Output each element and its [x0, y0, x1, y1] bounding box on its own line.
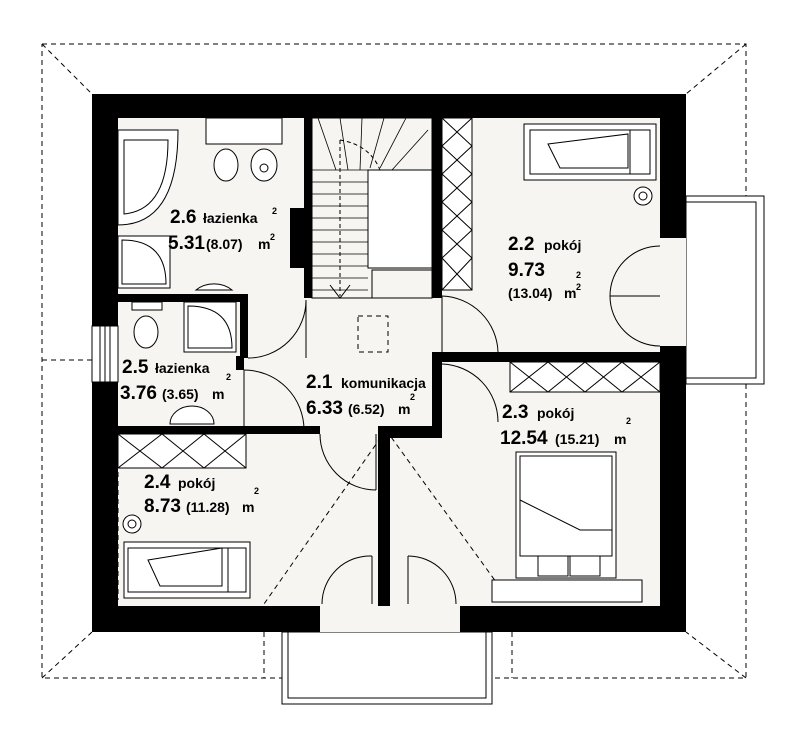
wardrobes	[117, 117, 661, 469]
unit: m	[212, 386, 224, 402]
unit-superscript: 2	[576, 270, 581, 280]
unit: m	[242, 499, 254, 515]
label-room-2-5: 2.5 łazienka 3.76 (3.65) m 2	[120, 357, 231, 404]
room-area-total: (3.65)	[162, 386, 199, 402]
bathroom-fixtures	[117, 117, 283, 425]
door-swings	[243, 245, 661, 605]
balcony-right	[685, 195, 765, 385]
unit-superscript: 2	[272, 206, 277, 216]
room-name: łazienka	[203, 210, 258, 226]
unit: m	[398, 401, 410, 417]
label-room-2-4: 2.4 pokój 8.73 (11.28) m 2	[144, 472, 259, 517]
room-area: 5.31	[168, 233, 205, 254]
label-room-2-1: 2.1 komunikacja 6.33 (6.52) m 2	[306, 372, 426, 419]
room-area: 9.73	[508, 260, 545, 281]
room-number: 2.4	[144, 472, 171, 493]
room-area-total: (6.52)	[348, 401, 385, 417]
room-area-total: (13.04)	[508, 285, 552, 301]
room-area: 12.54	[500, 428, 548, 449]
unit: m	[258, 236, 270, 252]
beds	[122, 123, 657, 603]
room-number: 2.2	[508, 234, 534, 255]
room-area: 3.76	[120, 383, 157, 404]
room-number: 2.5	[122, 357, 149, 378]
label-room-2-3: 2.3 pokój 2 12.54 (15.21) m	[500, 402, 631, 449]
room-number: 2.6	[170, 207, 196, 228]
room-name: pokój	[537, 405, 574, 421]
unit: m	[614, 431, 626, 447]
room-number: 2.3	[502, 402, 528, 423]
room-area-total: (8.07)	[206, 236, 243, 252]
unit-superscript: 2	[626, 416, 631, 426]
unit: m	[564, 285, 576, 301]
unit-superscript: 2	[270, 232, 275, 242]
interior-walls	[118, 118, 660, 606]
unit-superscript: 2	[254, 486, 259, 496]
left-window	[91, 325, 119, 383]
unit-superscript: 2	[226, 372, 231, 382]
balcony-door-opening	[660, 238, 686, 346]
room-area-total: (15.21)	[555, 431, 599, 447]
room-area: 6.33	[306, 398, 343, 419]
staircase	[311, 117, 433, 299]
label-room-2-6: 2.6 łazienka 2 5.31 (8.07) m 2	[168, 206, 277, 254]
unit-superscript: 2	[410, 392, 415, 402]
room-labels: 2.6 łazienka 2 5.31 (8.07) m 2 2.5 łazie…	[120, 206, 631, 517]
unit-superscript: 2	[576, 282, 581, 292]
room-name: komunikacja	[341, 375, 426, 391]
room-area-total: (11.28)	[186, 499, 230, 515]
entrance-canopy	[281, 631, 493, 705]
front-door-opening	[320, 606, 460, 632]
label-room-2-2: 2.2 pokój 9.73 2 (13.04) m 2	[508, 234, 581, 301]
room-name: łazienka	[155, 360, 210, 376]
room-name: pokój	[544, 237, 581, 253]
room-area: 8.73	[144, 496, 181, 517]
room-name: pokój	[178, 475, 215, 491]
room-number: 2.1	[306, 372, 333, 393]
